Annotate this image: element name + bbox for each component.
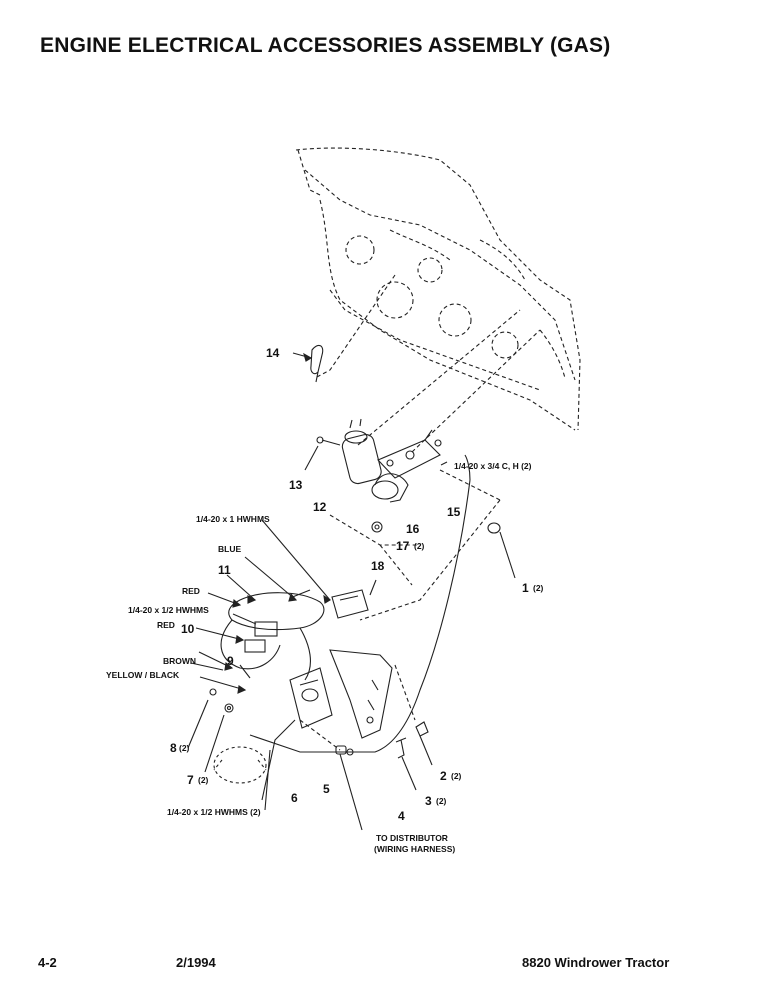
callout-2-qty: (2) xyxy=(451,771,462,781)
part-17-washer xyxy=(371,521,383,533)
note-bolt-1-2-top: 1/4-20 x 1/2 HWHMS xyxy=(128,605,209,615)
note-wiring-harness: (WIRING HARNESS) xyxy=(374,844,455,854)
product-name: 8820 Windrower Tractor xyxy=(522,955,670,970)
callout-7-qty: (2) xyxy=(198,775,209,785)
callout-10: 10 xyxy=(181,622,195,636)
callout-14: 14 xyxy=(266,346,280,360)
connector-cluster xyxy=(220,589,325,681)
note-red-top: RED xyxy=(182,586,200,596)
part-16-clamp xyxy=(371,473,409,503)
revision-date: 2/1994 xyxy=(176,955,216,970)
note-labels: 1/4-20 x 3/4 C, H (2) 1/4-20 x 1 HWHMS B… xyxy=(106,461,532,854)
note-red-bottom: RED xyxy=(157,620,175,630)
part-18-resistor xyxy=(331,579,377,619)
note-to-distributor: TO DISTRIBUTOR xyxy=(376,833,448,843)
note-yellow-black: YELLOW / BLACK xyxy=(106,670,180,680)
callout-4: 4 xyxy=(398,809,405,823)
part-4-mounting-plate xyxy=(329,649,393,739)
note-blue: BLUE xyxy=(218,544,241,554)
note-bolt-3-4: 1/4-20 x 3/4 C, H (2) xyxy=(454,461,532,471)
part-2-3-screws xyxy=(395,721,433,791)
callout-17: 17 xyxy=(396,539,410,553)
part-6-ignition-module xyxy=(261,667,333,801)
page-number: 4-2 xyxy=(38,955,57,970)
callout-8: 8 xyxy=(170,741,177,755)
note-bolt-1-2-bottom: 1/4-20 x 1/2 HWHMS (2) xyxy=(167,807,261,817)
callout-2: 2 xyxy=(440,769,447,783)
note-brown: BROWN xyxy=(163,656,196,666)
callout-5: 5 xyxy=(323,782,330,796)
wiring-harness xyxy=(249,454,471,753)
distributor-sketch xyxy=(213,746,267,784)
arrow-heads xyxy=(224,352,332,694)
callout-15: 15 xyxy=(447,505,461,519)
part-13-screw xyxy=(304,436,341,471)
callout-3: 3 xyxy=(425,794,432,808)
callout-16: 16 xyxy=(406,522,420,536)
callout-12: 12 xyxy=(313,500,327,514)
engine-block-outline xyxy=(295,147,581,431)
callout-6: 6 xyxy=(291,791,298,805)
part-14-boot xyxy=(310,344,324,383)
callout-18: 18 xyxy=(371,559,385,573)
part-7-8-fasteners xyxy=(187,688,234,773)
part-15-bracket xyxy=(377,429,442,479)
callout-11: 11 xyxy=(218,563,231,577)
callout-3-qty: (2) xyxy=(436,796,447,806)
part-1-grommet xyxy=(487,522,516,579)
page-title: ENGINE ELECTRICAL ACCESSORIES ASSEMBLY (… xyxy=(40,34,611,57)
callout-leaders xyxy=(190,352,448,811)
part-5-harness-connector xyxy=(335,745,363,831)
callout-7: 7 xyxy=(187,773,194,787)
callout-13: 13 xyxy=(289,478,303,492)
part-12-ignition-coil xyxy=(341,418,382,485)
callout-labels: 14 13 12 15 16 17 (2) 1 (2) 18 11 10 9 8… xyxy=(170,346,544,823)
note-bolt-1: 1/4-20 x 1 HWHMS xyxy=(196,514,270,524)
callout-9: 9 xyxy=(227,654,234,668)
callout-1: 1 xyxy=(522,581,529,595)
callout-8-qty: (2) xyxy=(179,743,190,753)
callout-17-qty: (2) xyxy=(414,541,425,551)
callout-1-qty: (2) xyxy=(533,583,544,593)
leader-lines xyxy=(299,274,541,751)
